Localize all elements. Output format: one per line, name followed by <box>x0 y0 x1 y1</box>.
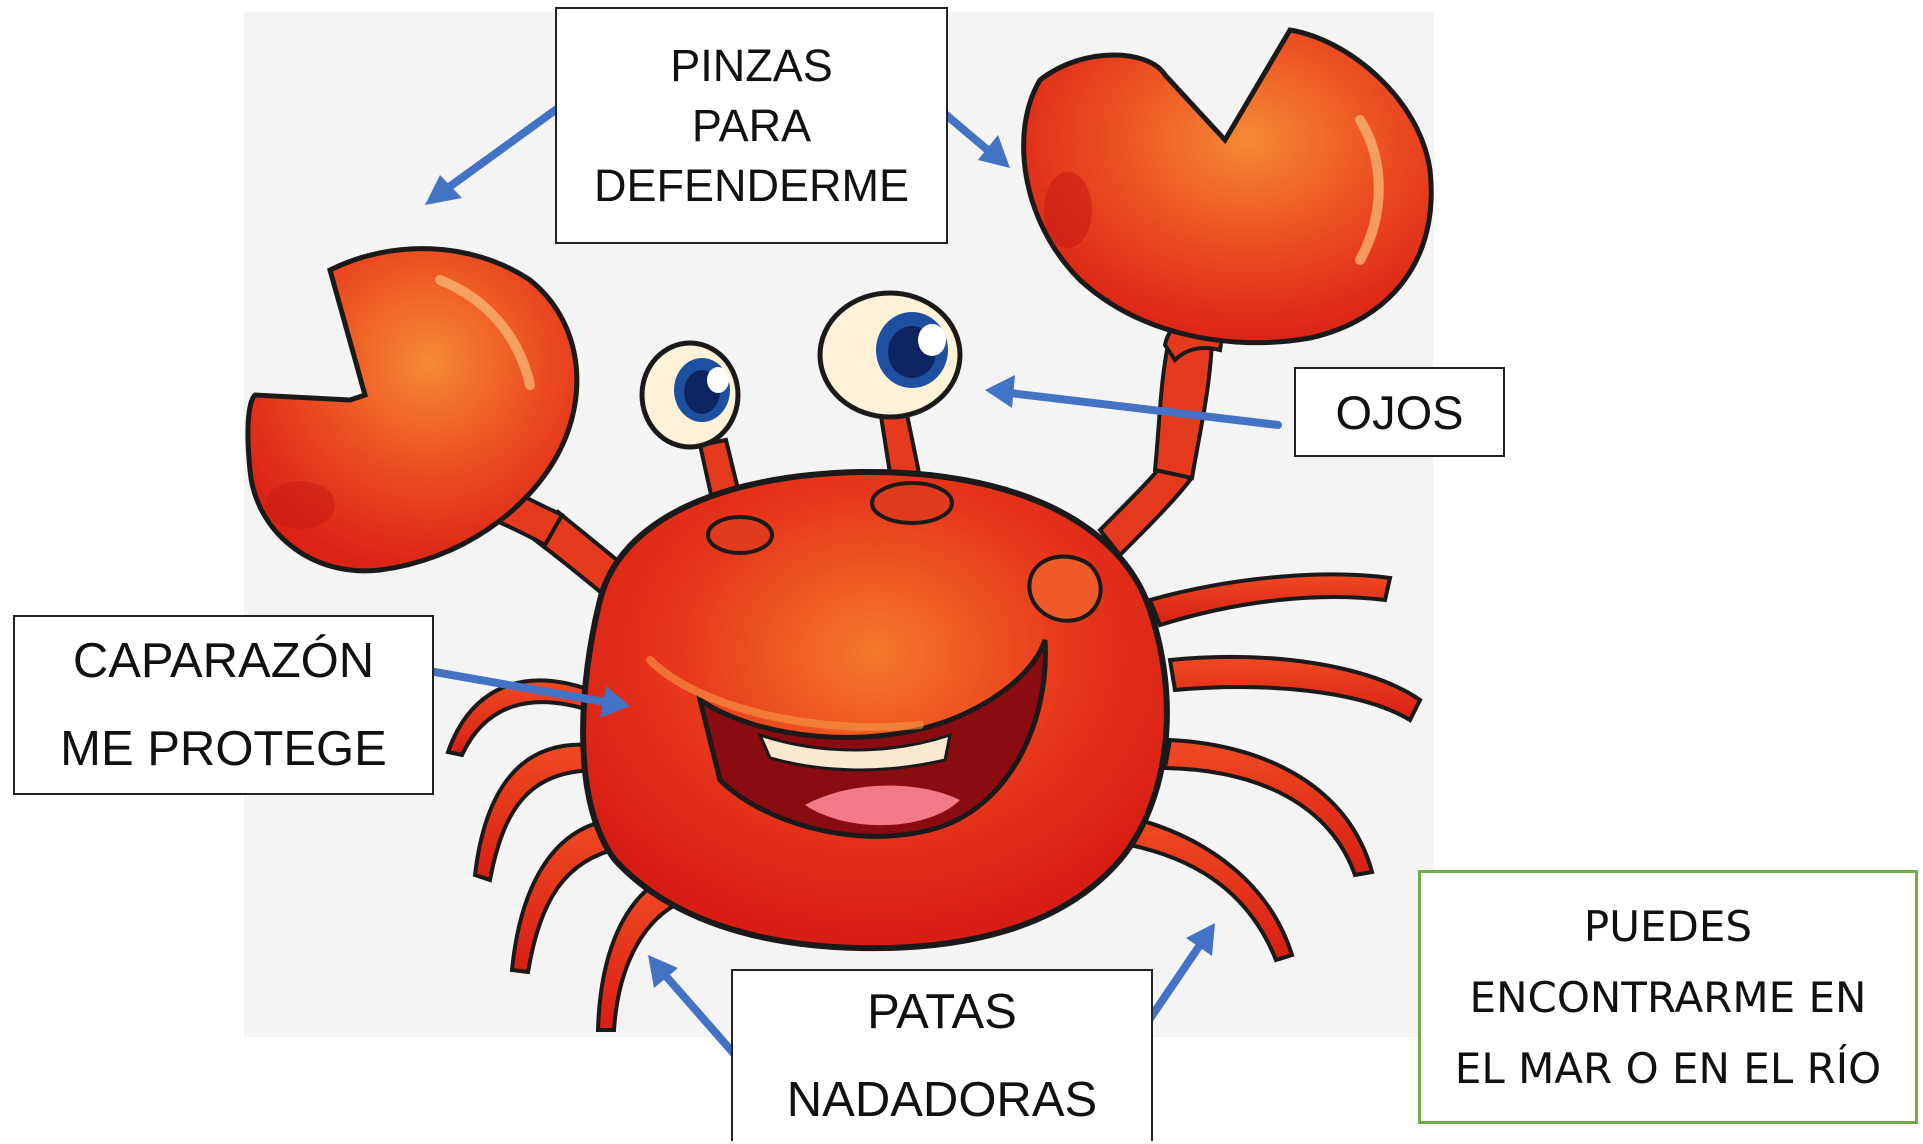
leg-right-1 <box>1147 572 1393 628</box>
label-habitat-line-2: ENCONTRARME EN <box>1469 972 1867 1022</box>
label-habitat: PUEDES ENCONTRARME EN EL MAR O EN EL RÍO <box>1418 870 1918 1124</box>
label-pinzas-line-2: PARA <box>691 99 812 151</box>
label-caparazon: CAPARAZÓN ME PROTEGE <box>13 615 434 795</box>
right-arm <box>1097 313 1228 558</box>
label-caparazon-line-2: ME PROTEGE <box>60 722 387 776</box>
arrow-caparazon <box>408 664 609 706</box>
label-pinzas: PINZAS PARA DEFENDERME <box>555 7 948 244</box>
label-patas: PATAS NADADORAS <box>731 969 1153 1141</box>
label-ojos: OJOS <box>1294 367 1505 457</box>
crab-body <box>580 468 1170 952</box>
label-ojos-line-1: OJOS <box>1335 385 1464 439</box>
leg-right-2 <box>1167 655 1423 723</box>
leg-left-4 <box>595 877 678 1032</box>
label-pinzas-line-1: PINZAS <box>670 39 833 91</box>
leg-left-1 <box>445 678 598 758</box>
label-patas-line-2: NADADORAS <box>786 1073 1098 1127</box>
leg-right-3 <box>1162 737 1375 878</box>
arrow-pinzas-left <box>441 94 576 194</box>
label-habitat-line-3: EL MAR O EN EL RÍO <box>1454 1043 1882 1093</box>
right-legs <box>1127 572 1423 963</box>
label-patas-line-1: PATAS <box>867 985 1017 1039</box>
eye-left <box>639 340 741 450</box>
label-caparazon-line-1: CAPARAZÓN <box>72 634 375 688</box>
left-claw <box>245 246 580 574</box>
arrow-ojos <box>1006 389 1282 429</box>
right-claw <box>1021 27 1434 346</box>
arrows <box>408 66 1282 1076</box>
eye-right <box>817 290 963 420</box>
leg-right-4 <box>1127 817 1295 963</box>
label-habitat-line-1: PUEDES <box>1583 901 1753 951</box>
label-pinzas-line-3: DEFENDERME <box>593 159 910 211</box>
crab-mouth <box>696 639 1048 839</box>
